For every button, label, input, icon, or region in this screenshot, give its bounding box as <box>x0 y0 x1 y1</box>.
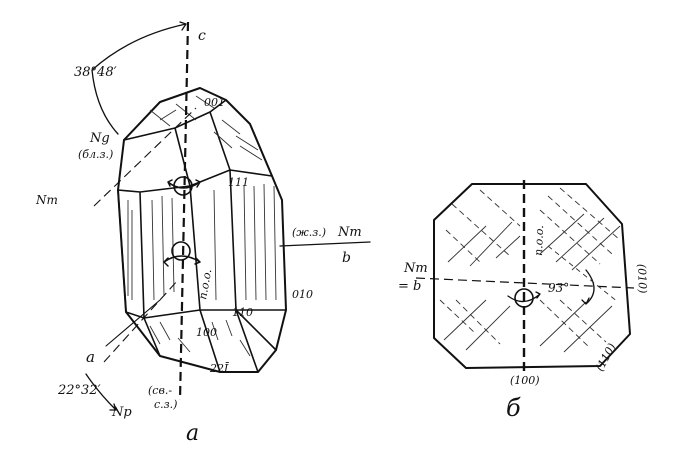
angle-label-b: 93° <box>548 281 569 295</box>
section-b <box>416 180 634 372</box>
ng-label: Ng <box>89 131 110 146</box>
face-221-label: 22Ī <box>209 362 229 375</box>
face-111-label: 111 <box>228 176 249 189</box>
angle-bottom-label: 22°32′ <box>57 383 101 398</box>
nm-label-b: Nm <box>403 261 428 276</box>
angle-top-label: 38°48′ <box>74 65 117 80</box>
axis-a-line <box>106 300 160 346</box>
nm-right-label: Nm <box>337 225 362 240</box>
crystal-a-top-edges <box>124 100 272 186</box>
figure-a-caption: а <box>186 421 199 446</box>
plane-label-a: п.о.о. <box>196 268 214 301</box>
eq-b-label: = b <box>398 279 421 294</box>
face-100-label: 100 <box>196 326 217 339</box>
face-100-label-b: (100) <box>510 374 540 387</box>
np-note-1: (св.- <box>148 384 172 397</box>
face-010-label-b: (010) <box>635 264 649 294</box>
face-001-label: 001 <box>204 96 225 109</box>
ng-note: (бл.з.) <box>78 148 113 161</box>
np-label: Np <box>111 405 132 420</box>
axis-c-line <box>180 22 188 400</box>
axis-b-label: b <box>342 250 351 266</box>
nm-direction-line <box>280 242 370 246</box>
face-010-label: 010 <box>292 288 313 301</box>
figure-b-caption: б <box>506 394 521 422</box>
face-110-label: 110 <box>232 306 253 319</box>
axis-c-label: c <box>198 28 206 44</box>
axis-a-label: a <box>86 348 95 366</box>
np-direction-line <box>104 280 178 362</box>
axes-a <box>86 22 370 410</box>
nm-right-note: (ж.з.) <box>292 226 326 239</box>
labels-a: c 38°48′ Ng (бл.з.) Nm (ж.з.) Nm b 001 1… <box>35 28 362 446</box>
section-b-outline <box>434 184 630 368</box>
nm-left-label: Nm <box>35 193 58 207</box>
np-note-2: с.з.) <box>154 398 177 411</box>
face-110-label-b: (110) <box>593 341 618 373</box>
crystal-a-bottom-edges <box>126 310 286 372</box>
plane-label-b: п.о.о. <box>532 225 546 256</box>
